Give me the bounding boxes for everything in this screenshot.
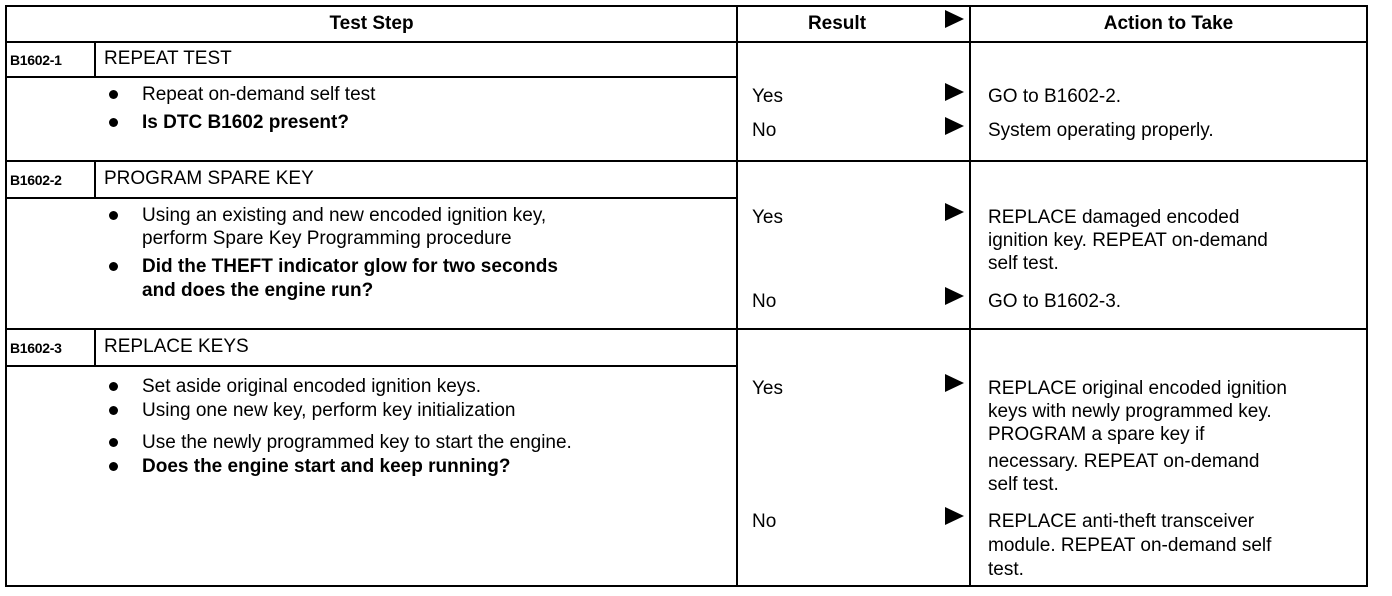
result-value: Yes	[752, 207, 783, 228]
step-instruction: Using one new key, perform key initializ…	[142, 400, 516, 421]
header-result: Result	[807, 13, 867, 34]
step-question: Does the engine start and keep running?	[142, 456, 511, 477]
action-text: REPLACE original encoded ignition	[988, 378, 1287, 399]
step-question: and does the engine run?	[142, 280, 374, 301]
header-test-step: Test Step	[329, 13, 414, 34]
step-instruction: Use the newly programmed key to start th…	[142, 432, 572, 453]
action-text: test.	[988, 559, 1024, 580]
result-arrow-icon	[945, 83, 964, 101]
column-divider-result	[969, 5, 971, 587]
step-code: B1602-2	[10, 172, 62, 188]
table-border-top	[5, 5, 1368, 7]
result-arrow-icon	[945, 287, 964, 305]
step-title: PROGRAM SPARE KEY	[104, 168, 314, 189]
step-divider-1	[5, 160, 1368, 162]
code-divider-2	[94, 160, 96, 198]
action-text: REPLACE damaged encoded	[988, 207, 1240, 228]
result-value: Yes	[752, 378, 783, 399]
result-arrow-icon	[945, 374, 964, 392]
code-divider-3	[94, 328, 96, 366]
bullet-icon	[109, 211, 118, 220]
step-title-divider-1	[5, 76, 736, 78]
action-text: GO to B1602-3.	[988, 291, 1122, 312]
action-text: keys with newly programmed key.	[988, 401, 1272, 422]
bullet-icon	[109, 90, 118, 99]
column-divider-test-step	[736, 5, 738, 587]
code-divider-1	[94, 41, 96, 77]
action-text: module. REPEAT on-demand self	[988, 535, 1272, 556]
result-arrow-icon	[945, 507, 964, 525]
action-text: PROGRAM a spare key if	[988, 424, 1205, 445]
bullet-icon	[109, 382, 118, 391]
action-text: self test.	[988, 253, 1059, 274]
table-border-bottom	[5, 585, 1368, 587]
table-border-left	[5, 5, 7, 587]
step-code: B1602-1	[10, 52, 62, 68]
header-arrow-icon	[945, 10, 964, 28]
action-text: REPLACE anti-theft transceiver	[988, 511, 1255, 532]
step-instruction: perform Spare Key Programming procedure	[142, 228, 512, 249]
step-question: Is DTC B1602 present?	[142, 112, 349, 133]
bullet-icon	[109, 462, 118, 471]
header-divider	[5, 41, 1368, 43]
bullet-icon	[109, 118, 118, 127]
action-text: necessary. REPEAT on-demand	[988, 451, 1260, 472]
header-action: Action to Take	[1103, 13, 1234, 34]
step-title-divider-2	[5, 197, 736, 199]
table-border-right	[1366, 5, 1368, 587]
bullet-icon	[109, 438, 118, 447]
step-instruction: Using an existing and new encoded igniti…	[142, 205, 547, 226]
step-title-divider-3	[5, 365, 736, 367]
result-value: Yes	[752, 86, 783, 107]
action-text: ignition key. REPEAT on-demand	[988, 230, 1268, 251]
step-title: REPLACE KEYS	[104, 336, 249, 357]
step-title: REPEAT TEST	[104, 48, 232, 69]
step-instruction: Repeat on-demand self test	[142, 84, 376, 105]
step-divider-2	[5, 328, 1368, 330]
bullet-icon	[109, 262, 118, 271]
step-instruction: Set aside original encoded ignition keys…	[142, 376, 482, 397]
step-question: Did the THEFT indicator glow for two sec…	[142, 256, 558, 277]
step-code: B1602-3	[10, 340, 62, 356]
action-text: self test.	[988, 474, 1059, 495]
action-text: System operating properly.	[988, 120, 1214, 141]
result-value: No	[752, 120, 777, 141]
result-value: No	[752, 511, 777, 532]
result-arrow-icon	[945, 117, 964, 135]
result-arrow-icon	[945, 203, 964, 221]
result-value: No	[752, 291, 777, 312]
bullet-icon	[109, 406, 118, 415]
action-text: GO to B1602-2.	[988, 86, 1122, 107]
